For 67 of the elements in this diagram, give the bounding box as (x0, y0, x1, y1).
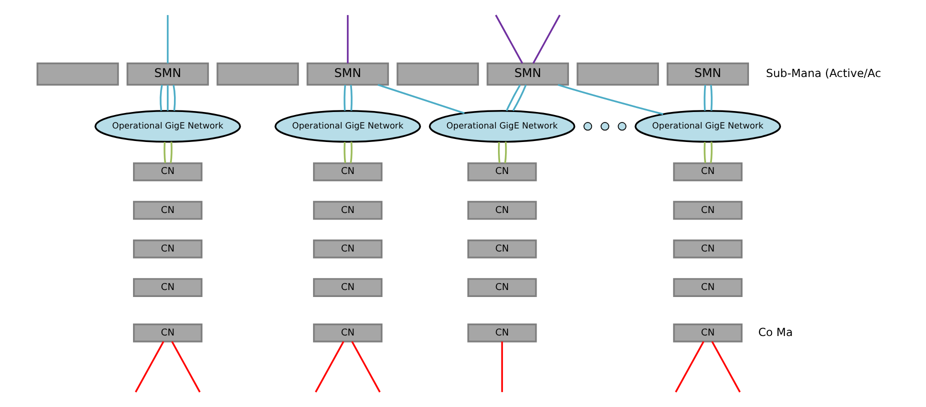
node-ellipse: Operational GigE Network (274, 110, 420, 143)
connector (163, 142, 166, 164)
node-box: CN (672, 324, 742, 342)
connector (172, 84, 176, 111)
node-box: CN (312, 200, 382, 220)
node-box: CN (132, 200, 202, 220)
connector (532, 14, 560, 64)
connector (500, 342, 502, 392)
connector (710, 84, 712, 111)
connector (159, 84, 162, 111)
connector (377, 84, 464, 114)
node-box: CN (312, 162, 382, 182)
connector (314, 341, 344, 392)
node-box (396, 62, 478, 86)
connector (350, 84, 352, 111)
connector (494, 14, 523, 64)
connector (170, 341, 200, 392)
connector (703, 142, 706, 164)
node-box: CN (466, 240, 536, 258)
connector (512, 84, 526, 112)
connector (166, 84, 168, 111)
node-box: CN (466, 162, 536, 182)
node-circle (617, 122, 626, 131)
node-box: CN (132, 324, 202, 342)
connector (710, 142, 712, 164)
node-box: CN (312, 324, 382, 342)
connector (350, 341, 380, 392)
node-box: CN (672, 278, 742, 297)
connector (343, 84, 346, 111)
node-circle (600, 122, 609, 131)
connector (343, 142, 346, 164)
connector (505, 84, 520, 112)
connector (169, 142, 172, 164)
connector (710, 341, 740, 392)
node-box: CN (312, 278, 382, 297)
node-circle (583, 122, 592, 131)
node-box: CN (132, 240, 202, 258)
node-box (216, 62, 298, 86)
label: Co Ma (758, 326, 792, 339)
node-box: CN (672, 200, 742, 220)
node-box (576, 62, 658, 86)
node-box: SMN (126, 62, 208, 86)
node-box: CN (466, 200, 536, 220)
node-box: CN (132, 278, 202, 297)
node-box: CN (312, 240, 382, 258)
node-box: SMN (486, 62, 568, 86)
label: Sub-Mana (Active/Ac (766, 66, 881, 80)
node-box: CN (672, 162, 742, 182)
node-ellipse: Operational GigE Network (94, 110, 240, 143)
connector (498, 142, 500, 164)
connector (504, 142, 506, 164)
node-ellipse: Operational GigE Network (634, 110, 780, 143)
connector (674, 341, 704, 392)
node-box: CN (132, 162, 202, 182)
node-box: CN (466, 278, 536, 297)
node-ellipse: Operational GigE Network (428, 110, 575, 143)
node-box: SMN (306, 62, 388, 86)
node-box: CN (466, 324, 536, 342)
node-box: SMN (666, 62, 748, 86)
node-box: CN (672, 240, 742, 258)
connector (346, 15, 348, 64)
connector (134, 341, 164, 392)
connector (349, 142, 352, 164)
connector (166, 15, 168, 64)
connector (703, 84, 706, 111)
node-box (36, 62, 118, 86)
connector (557, 84, 663, 115)
